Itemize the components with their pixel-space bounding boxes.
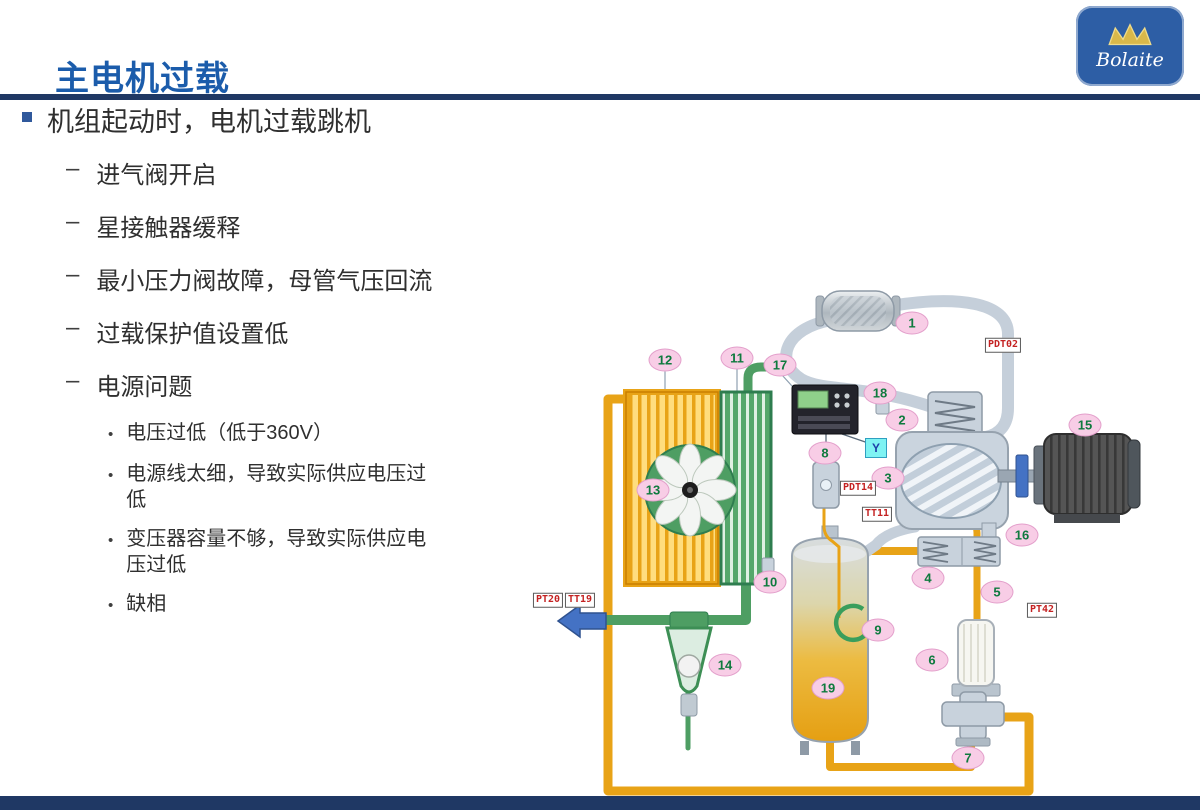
y-strainer-label: Y [865, 438, 887, 458]
component-badge-16: 16 [1005, 523, 1039, 547]
component-badge-14: 14 [708, 653, 742, 677]
bullet-level2-text: 最小压力阀故障，母管气压回流 [96, 268, 433, 295]
bullet-level3-text: 缺相 [126, 593, 167, 616]
crown-icon [1108, 22, 1152, 45]
bullet-level1: 机组起动时，电机过载跳机 [22, 100, 527, 139]
air-filter [815, 290, 901, 332]
title-divider [0, 94, 1200, 100]
bullet-level3-text: 变压器容量不够，导致实际供应电压过低 [126, 528, 427, 577]
pipes [577, 295, 1086, 796]
water-separator [665, 611, 713, 717]
bullet-level3-item: 缺相 [108, 591, 527, 619]
compressor-diagram: 1 2 3 4 5 6 7 8 9 10 11 12 13 14 15 16 1… [530, 280, 1150, 800]
bullet-level2-text: 星接触器缓释 [96, 215, 241, 242]
component-badge-1: 1 [895, 311, 929, 335]
component-badge-4: 4 [911, 566, 945, 590]
bullet-level2-text: 进气阀开启 [96, 162, 217, 189]
dash-bullet-icon [66, 261, 79, 289]
component-badge-11: 11 [720, 346, 754, 370]
bullet-level3-text: 电源线太细，导致实际供应电压过低 [126, 463, 427, 512]
thermostat-valve [941, 691, 1005, 747]
component-badge-10: 10 [753, 570, 787, 594]
sensor-label-pt42: PT42 [1026, 602, 1058, 618]
bullet-level3-item: 电源线太细，导致实际供应电压过低 [108, 461, 527, 513]
component-badge-5: 5 [980, 580, 1014, 604]
page-title: 主电机过载 [55, 59, 230, 98]
dot-bullet-icon [108, 526, 113, 554]
airend-screw [895, 431, 1009, 530]
air-outlet-arrow [556, 603, 607, 639]
separator-tank [791, 508, 878, 755]
footer-bar [0, 796, 1200, 810]
component-badge-9: 9 [861, 618, 895, 642]
sensor-label-pdt14: PDT14 [839, 480, 877, 496]
oil-filter [951, 619, 1001, 697]
component-badge-15: 15 [1068, 413, 1102, 437]
controller-panel [791, 384, 859, 435]
dot-bullet-icon [108, 420, 113, 448]
component-badge-2: 2 [885, 408, 919, 432]
logo-text: Bolaite [1096, 48, 1164, 71]
minimum-pressure-valve [917, 522, 1001, 567]
component-badge-19: 19 [811, 676, 845, 700]
dash-bullet-icon [66, 314, 79, 342]
component-badge-3: 3 [871, 466, 905, 490]
component-badge-17: 17 [763, 353, 797, 377]
diagram-canvas [556, 290, 1141, 796]
rotation-arrow [833, 603, 868, 643]
component-badge-18: 18 [863, 381, 897, 405]
bullet-level1-text: 机组起动时，电机过载跳机 [47, 107, 371, 137]
company-logo: Bolaite [1076, 6, 1184, 86]
sensor-label-pdt02: PDT02 [984, 337, 1022, 353]
bullet-list: 机组起动时，电机过载跳机 进气阀开启 星接触器缓释 最小压力阀故障，母管气压回流… [22, 100, 527, 633]
bullet-level2-item: 进气阀开启 [66, 155, 527, 190]
dash-bullet-icon [66, 208, 79, 236]
intake-valve [927, 391, 983, 443]
component-badge-13: 13 [636, 478, 670, 502]
dot-bullet-icon [108, 591, 113, 619]
bullet-level2-item: 星接触器缓释 [66, 208, 527, 243]
bullet-level2-text: 电源问题 [96, 374, 193, 401]
coupling [1015, 454, 1029, 498]
component-badge-6: 6 [915, 648, 949, 672]
bullet-level3-item: 变压器容量不够，导致实际供应电压过低 [108, 526, 527, 578]
sensor-label-tt19: TT19 [564, 592, 596, 608]
bullet-level3-item: 电压过低（低于360V） [108, 420, 527, 448]
dot-bullet-icon [108, 461, 113, 489]
bullet-level2-item: 过载保护值设置低 [66, 314, 527, 349]
sensor-label-tt11: TT11 [861, 506, 893, 522]
component-badge-8: 8 [808, 441, 842, 465]
bullet-level2-item: 电源问题 [66, 367, 527, 402]
bullet-level2-text: 过载保护值设置低 [96, 321, 289, 348]
component-badge-12: 12 [648, 348, 682, 372]
bullet-level3-text: 电压过低（低于360V） [126, 422, 333, 444]
square-bullet-icon [22, 112, 32, 122]
sensor-label-pt20: PT20 [532, 592, 564, 608]
component-badge-7: 7 [951, 746, 985, 770]
dash-bullet-icon [66, 155, 79, 183]
bullet-level2-item: 最小压力阀故障，母管气压回流 [66, 261, 527, 296]
dash-bullet-icon [66, 367, 79, 395]
